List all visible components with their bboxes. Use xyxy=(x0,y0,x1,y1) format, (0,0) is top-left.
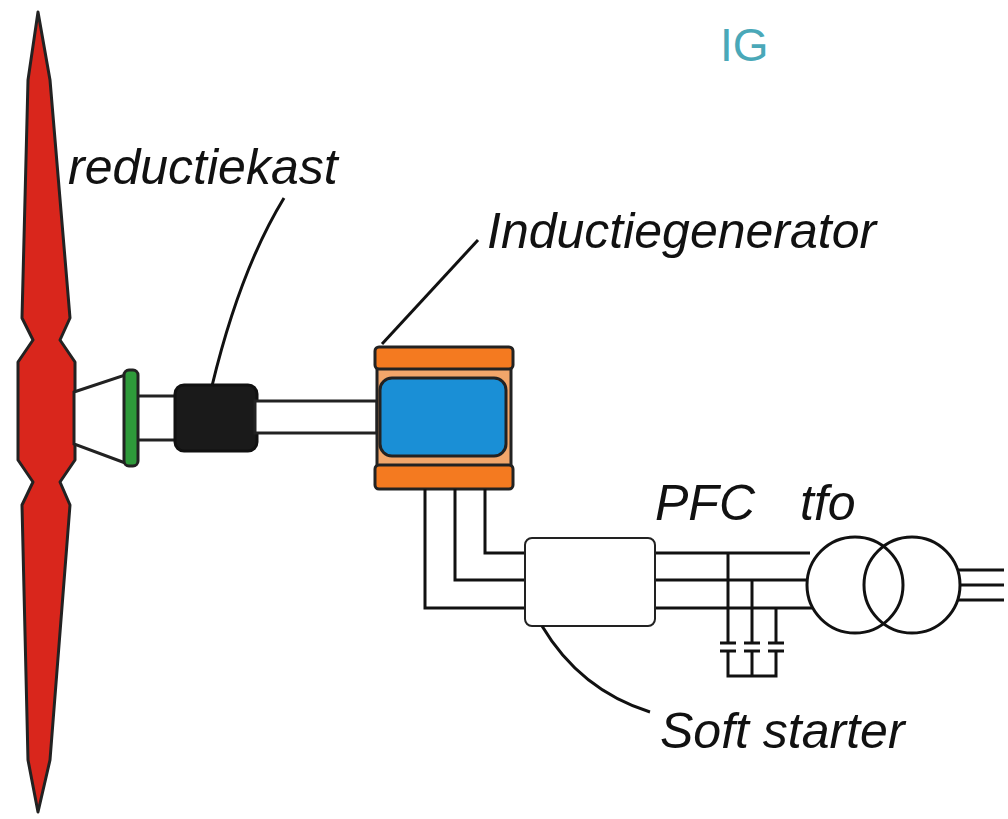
generator-stator-bottom xyxy=(375,465,513,489)
figure-tag: IG xyxy=(720,22,769,68)
low-speed-shaft xyxy=(136,396,178,440)
hub-cone xyxy=(74,374,128,464)
rotor-blade xyxy=(18,12,75,812)
part-label: Inductiegenerator xyxy=(487,206,876,256)
generator-rotor xyxy=(380,378,506,456)
grid-wires xyxy=(958,570,1004,600)
part-label: PFC xyxy=(655,478,755,528)
part-label: tfo xyxy=(800,478,856,528)
soft-starter-box xyxy=(525,538,655,626)
pfc-capacitors xyxy=(720,553,784,676)
part-label: Soft starter xyxy=(660,706,905,756)
main-bearing xyxy=(124,370,138,466)
high-speed-shaft xyxy=(255,401,377,433)
leader-lines xyxy=(212,198,650,712)
generator-stator-top xyxy=(375,347,513,369)
part-label: reductiekast xyxy=(68,142,338,192)
transformer-secondary xyxy=(864,537,960,633)
transformer-primary xyxy=(807,537,903,633)
gearbox xyxy=(175,385,257,451)
generator-body xyxy=(377,366,511,467)
